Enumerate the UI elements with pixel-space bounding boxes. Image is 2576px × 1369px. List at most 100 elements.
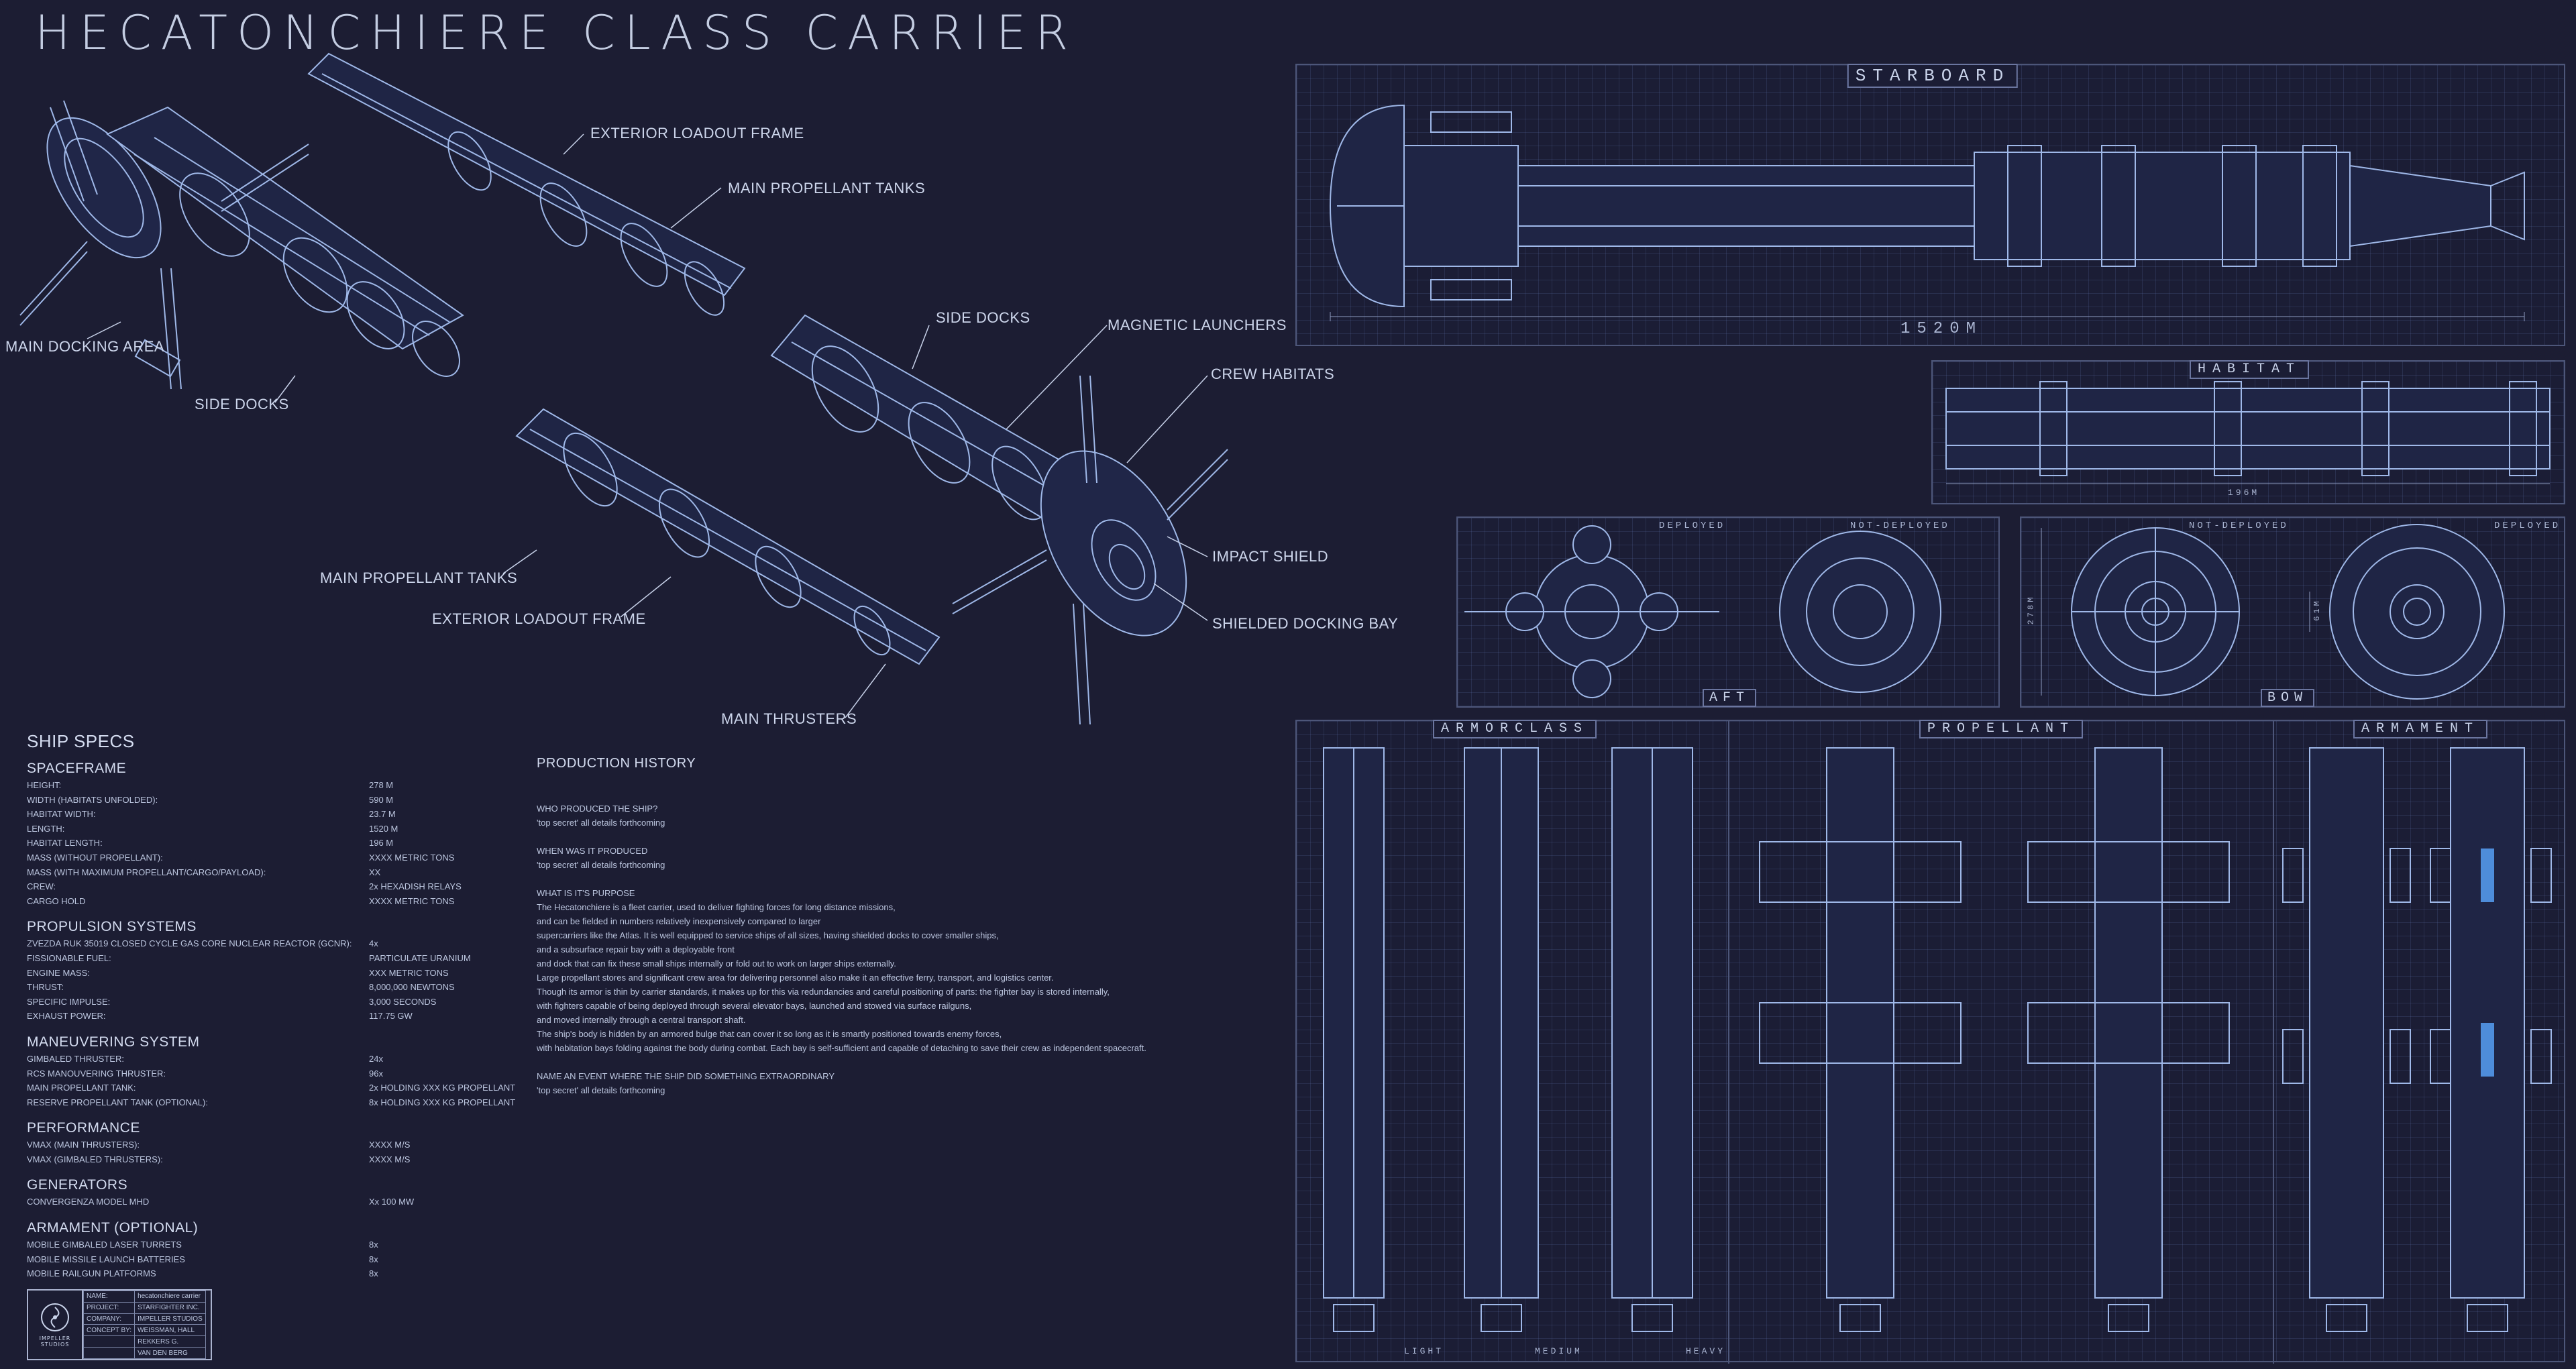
spec-value: 24x [369,1053,383,1064]
spec-key: WIDTH (HABITATS UNFOLDED): [27,794,158,805]
armorclass-heavy-label: HEAVY [1686,1346,1726,1356]
habitat-panel: HABITAT 196M [1931,360,2565,504]
bow-view-label: BOW [2261,689,2315,707]
bow-not-deployed-label: NOT-DEPLOYED [2189,521,2289,531]
aft-view-panel: DEPLOYED NOT-DEPLOYED AFT [1456,516,2000,708]
bow-deployed-label: DEPLOYED [2494,521,2561,531]
bow-view-panel: NOT-DEPLOYED DEPLOYED 278M 61M BOW [2020,516,2565,708]
spec-key: HABITAT WIDTH: [27,809,96,820]
credits-key [83,1347,136,1359]
starboard-length-dimension: 1520M [1900,320,1983,338]
spec-key: EXHAUST POWER: [27,1011,106,1022]
credits-row: PROJECT:STARFIGHTER INC. [83,1301,206,1314]
spec-row: GIMBALED THRUSTER:24x [27,1052,537,1066]
spec-row: VMAX (GIMBALED THRUSTERS):XXXX M/S [27,1152,537,1167]
purpose-line: supercarriers like the Atlas. It is well… [537,930,999,940]
spec-key: LENGTH: [27,823,65,834]
history-question-producer: WHO PRODUCED THE SHIP? [537,804,658,814]
purpose-line: The Hecatonchiere is a fleet carrier, us… [537,902,896,912]
spec-key: THRUST: [27,982,64,993]
armorclass-light-label: LIGHT [1404,1346,1444,1356]
callout-main-propellant-tanks: MAIN PROPELLANT TANKS [728,180,926,197]
history-question-event: NAME AN EVENT WHERE THE SHIP DID SOMETHI… [537,1071,835,1081]
callout-main-docking-area: MAIN DOCKING AREA [5,338,165,355]
habitat-module-drawing [1945,381,2551,484]
spec-value: 8x [369,1254,378,1264]
spec-value: 4x [369,938,378,949]
production-history-heading: PRODUCTION HISTORY [537,756,696,771]
callout-crew-habitats: CREW HABITATS [1211,366,1335,382]
spec-key: VMAX (MAIN THRUSTERS): [27,1140,140,1150]
spec-value: XXX METRIC TONS [369,967,449,978]
callout-impact-shield: IMPACT SHIELD [1212,548,1329,565]
spec-value: XXXX METRIC TONS [369,852,455,863]
spec-key: CREW: [27,881,56,892]
spec-section-title: ARMAMENT (OPTIONAL) [27,1220,199,1236]
spec-row: HEIGHT: 278 M [27,778,537,793]
spec-section-title: SPACEFRAME [27,761,127,776]
spec-value: 8x HOLDING XXX KG PROPELLANT [369,1097,516,1107]
spec-key: CARGO HOLD [27,895,86,906]
habitat-panel-label: HABITAT [2189,360,2310,379]
credits-value: WEISSMAN, HALL [134,1324,206,1337]
bow-view-drawing [2041,524,2505,700]
history-answer-when: 'top secret' all details forthcoming [537,860,665,870]
variants-panel: ARMORCLASS PROPELLANT ARMAMENT LIGHT MED… [1295,720,2565,1364]
aft-view-drawing [1464,525,1941,698]
purpose-line: Large propellant stores and significant … [537,973,1054,983]
spec-value: 590 M [369,794,394,805]
spec-row: THRUST:8,000,000 NEWTONS [27,980,537,995]
spec-key: VMAX (GIMBALED THRUSTERS): [27,1154,163,1164]
production-history-body: WHO PRODUCED THE SHIP? 'top secret' all … [537,802,1146,1097]
credits-row: COMPANY:IMPELLER STUDIOS [83,1313,206,1325]
spec-value: PARTICULATE URANIUM [369,952,471,963]
spec-key: MAIN PROPELLANT TANK: [27,1083,136,1093]
spec-value: 23.7 M [369,809,396,820]
spec-key: HEIGHT: [27,780,62,790]
habitat-length-dimension: 196M [2228,488,2260,498]
spec-value: 2x HEXADISH RELAYS [369,881,462,892]
purpose-line: Though its armor is thin by carrier stan… [537,987,1110,997]
armorclass-medium-label: MEDIUM [1535,1346,1582,1356]
spec-section-title: PERFORMANCE [27,1120,140,1136]
callout-magnetic-launchers: MAGNETIC LAUNCHERS [1108,317,1287,333]
spec-section-title: MANEUVERING SYSTEM [27,1034,200,1050]
spec-value: XXXX METRIC TONS [369,895,455,906]
spec-value: 196 M [369,838,394,848]
isometric-ship-illustration [19,52,1228,725]
credits-key [83,1335,136,1348]
impeller-logo-icon [41,1303,69,1331]
history-question-when: WHEN WAS IT PRODUCED [537,846,648,856]
spec-row: ZVEZDA RUK 35019 CLOSED CYCLE GAS CORE N… [27,936,537,951]
callout-shielded-docking-bay: SHIELDED DOCKING BAY [1212,615,1399,632]
history-answer-event: 'top secret' all details forthcoming [537,1085,665,1095]
spec-section-title: GENERATORS [27,1177,128,1193]
impeller-logo-text: IMPELLER STUDIOS [39,1335,71,1348]
spec-row: EXHAUST POWER:117.75 GW [27,1009,537,1024]
spec-value: 8x [369,1240,378,1250]
spec-key: MASS (WITHOUT PROPELLANT): [27,852,163,863]
purpose-line: and moved internally through a central t… [537,1015,746,1025]
credits-value: IMPELLER STUDIOS [134,1313,206,1325]
spec-row: LENGTH: 1520 M [27,822,537,836]
spec-value: Xx 100 MW [369,1197,415,1207]
carrier-main-body-drawing [770,314,1228,725]
propellant-section-label: PROPELLANT [1919,720,2084,738]
starboard-side-view-drawing [1329,104,2525,321]
history-answer-producer: 'top secret' all details forthcoming [537,818,665,828]
spec-value: 1520 M [369,823,398,834]
title-block: IMPELLER STUDIOS NAME:hecatonchiere carr… [27,1289,212,1360]
purpose-line: with fighters capable of being deployed … [537,1001,972,1011]
spec-row: MASS (WITHOUT PROPELLANT): XXXX METRIC TO… [27,851,537,865]
spec-key: ENGINE MASS: [27,967,90,978]
credits-row: NAME:hecatonchiere carrier [83,1291,206,1303]
credits-row: CONCEPT BY:WEISSMAN, HALL [83,1324,206,1337]
credits-value: REKKERS G. [134,1335,206,1348]
spec-key: MASS (WITH MAXIMUM PROPELLANT/CARGO/PAYL… [27,867,266,877]
spec-value: 278 M [369,780,394,790]
spec-row: RESERVE PROPELLANT TANK (OPTIONAL):8x HO… [27,1095,537,1110]
credits-key: COMPANY: [83,1313,136,1325]
